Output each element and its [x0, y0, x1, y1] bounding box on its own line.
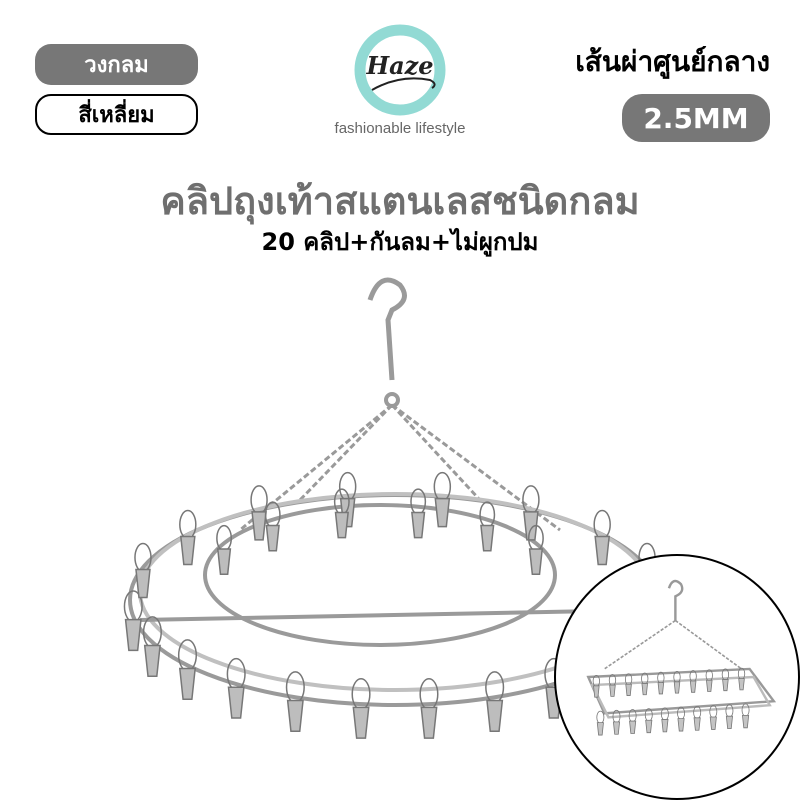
- clip: [612, 709, 621, 735]
- clip: [660, 707, 669, 733]
- product-title: คลิปถุงเท้าสแตนเลสชนิดกลม: [160, 179, 640, 223]
- clip: [677, 706, 685, 732]
- product-subtitle: 20 คลิป+กันลม+ไม่ผูกปม: [261, 228, 539, 256]
- clip: [596, 710, 605, 736]
- brand-tagline: fashionable lifestyle: [334, 120, 466, 137]
- clip: [285, 671, 305, 733]
- square-hanger-inset: [554, 554, 800, 800]
- clip: [709, 705, 718, 730]
- clip: [522, 485, 540, 541]
- option-square-button[interactable]: สี่เหลี่ยม: [35, 94, 198, 135]
- clip: [264, 501, 281, 552]
- clip: [179, 509, 197, 566]
- clip: [351, 677, 371, 739]
- clip: [641, 672, 649, 696]
- clip: [705, 669, 713, 692]
- clip: [721, 668, 730, 692]
- clip: [433, 471, 452, 528]
- clip: [741, 703, 750, 729]
- clip: [657, 671, 665, 695]
- clip: [737, 667, 746, 691]
- diameter-value-badge: 2.5MM: [622, 94, 770, 142]
- clip: [608, 674, 617, 697]
- clip: [142, 616, 162, 677]
- svg-text:Haze: Haze: [365, 51, 433, 80]
- clip: [419, 677, 439, 739]
- clip: [527, 524, 544, 575]
- clip: [333, 488, 350, 539]
- clip: [250, 485, 268, 541]
- clip: [624, 673, 633, 696]
- clip: [226, 657, 246, 719]
- clip: [134, 542, 152, 599]
- clip: [479, 501, 496, 552]
- diameter-label: เส้นผ่าศูนย์กลาง: [575, 45, 770, 78]
- clip: [592, 674, 600, 698]
- clip: [644, 708, 653, 734]
- clip: [123, 590, 143, 652]
- clip: [689, 670, 697, 693]
- clip: [485, 671, 505, 733]
- clip: [410, 488, 427, 539]
- clip: [693, 705, 702, 731]
- clip: [725, 704, 734, 730]
- clip: [177, 639, 198, 701]
- option-round-button[interactable]: วงกลม: [35, 44, 198, 85]
- clip: [673, 670, 681, 694]
- clip: [216, 524, 233, 575]
- brand-logo: Haze: [354, 24, 446, 116]
- clip: [593, 509, 611, 566]
- clip: [628, 709, 637, 734]
